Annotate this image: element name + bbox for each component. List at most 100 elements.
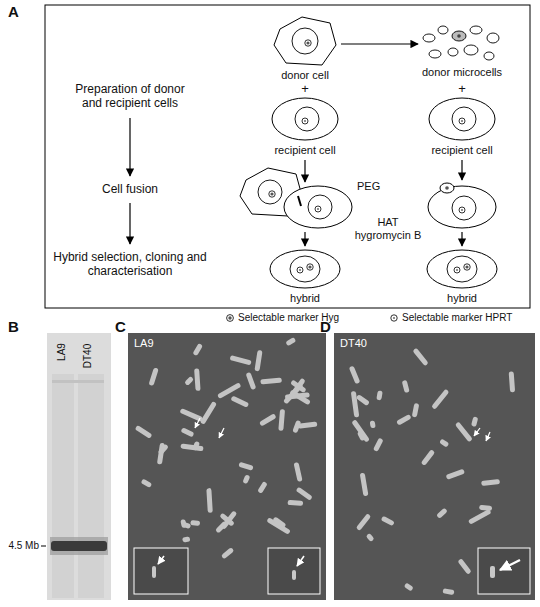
cell-outline bbox=[421, 24, 503, 64]
plus-sign: + bbox=[295, 81, 315, 97]
chromosome bbox=[194, 368, 200, 391]
chromosome bbox=[439, 439, 449, 448]
microcell-cluster: donor microcells bbox=[421, 24, 503, 64]
chromosome bbox=[242, 474, 250, 484]
hyg-marker bbox=[270, 192, 273, 195]
chromosome bbox=[351, 419, 370, 442]
hybrid-cell: hybrid bbox=[268, 248, 342, 290]
chromosome bbox=[373, 437, 384, 451]
legend-text: Selectable marker Hyg bbox=[238, 312, 339, 324]
chromosome bbox=[412, 348, 428, 367]
chromosome bbox=[290, 379, 306, 393]
chromosome bbox=[431, 389, 449, 410]
chromosome bbox=[285, 337, 296, 346]
fused-cells bbox=[240, 168, 352, 228]
chromosome bbox=[180, 443, 203, 451]
nucleus bbox=[292, 28, 318, 54]
microcell-shape bbox=[484, 52, 494, 60]
hyg-marker bbox=[269, 191, 275, 197]
pointer-arrow bbox=[474, 428, 480, 436]
hyg-marker bbox=[464, 264, 470, 270]
hyg-marker bbox=[305, 40, 311, 46]
chromosome bbox=[479, 505, 492, 511]
chromosome bbox=[254, 350, 262, 371]
plus-sign: + bbox=[452, 81, 472, 97]
inset-frame bbox=[134, 548, 188, 594]
nucleus bbox=[308, 195, 332, 219]
flow-arrow bbox=[304, 232, 305, 246]
hybrid-cell-shape bbox=[427, 250, 497, 288]
chromosome bbox=[192, 441, 200, 451]
panel-letter: B bbox=[8, 318, 19, 336]
cell-outline bbox=[268, 248, 342, 290]
chromosome bbox=[292, 570, 296, 580]
microcell-shape bbox=[464, 45, 478, 55]
gel-band bbox=[51, 541, 107, 551]
inset-frame bbox=[268, 548, 320, 594]
chromosome bbox=[455, 422, 473, 443]
hyg-marker bbox=[465, 265, 468, 268]
chromosome bbox=[260, 378, 282, 385]
chromosome bbox=[182, 522, 191, 529]
chromosome bbox=[481, 479, 500, 486]
size-marker: 4.5 Mb bbox=[3, 540, 39, 552]
pointer-arrow bbox=[219, 428, 224, 438]
cell-label: hybrid bbox=[290, 292, 320, 305]
pointer-arrow bbox=[297, 556, 304, 566]
chromosome bbox=[221, 547, 235, 559]
hprt-symbol bbox=[391, 315, 397, 321]
hprt-marker bbox=[304, 120, 306, 122]
recipient-cell-shape bbox=[428, 186, 496, 228]
gel-well bbox=[52, 380, 104, 383]
chromosome bbox=[446, 469, 465, 480]
donor-cell-shape bbox=[274, 17, 336, 65]
recipient-cell-shape bbox=[284, 186, 352, 228]
chromosome bbox=[366, 533, 375, 542]
chromosome bbox=[360, 473, 369, 497]
chromosome bbox=[357, 430, 366, 441]
hprt-marker bbox=[461, 209, 463, 211]
gel-band-halo bbox=[50, 537, 108, 555]
chromosome bbox=[370, 420, 376, 428]
microcell-shape bbox=[440, 183, 454, 193]
hybrid-cell: hybrid bbox=[425, 248, 499, 290]
chromosome bbox=[257, 481, 268, 494]
panel-letter: C bbox=[115, 318, 126, 336]
chromosome bbox=[181, 427, 195, 437]
chromosome bbox=[182, 536, 190, 542]
chromosome bbox=[246, 372, 257, 390]
reagent-label: PEG bbox=[357, 180, 380, 193]
microcell-shape bbox=[423, 34, 435, 42]
cell-outline bbox=[427, 96, 497, 142]
chromosome bbox=[215, 521, 228, 534]
chromosome bbox=[349, 365, 361, 384]
flow-arrow bbox=[304, 160, 305, 182]
chromosome bbox=[238, 462, 253, 471]
chromosome bbox=[135, 425, 153, 439]
step-label: Cell fusion bbox=[65, 182, 195, 196]
chromosome bbox=[509, 371, 515, 392]
donor-cell: donor cell bbox=[272, 15, 338, 67]
gel-lane bbox=[78, 374, 104, 598]
hyg-marker bbox=[307, 264, 313, 270]
microcell-shape bbox=[452, 31, 466, 41]
step-label: Hybrid selection, cloning and characteri… bbox=[45, 250, 215, 279]
hyg-marker bbox=[308, 265, 311, 268]
chromosome bbox=[396, 414, 411, 426]
hprt-marker bbox=[315, 206, 321, 212]
chromosome bbox=[356, 513, 372, 531]
flow-arrow bbox=[341, 43, 418, 44]
chromosome bbox=[436, 508, 448, 519]
chromosome bbox=[442, 588, 454, 595]
chromosome bbox=[457, 558, 471, 575]
step-arrow bbox=[129, 118, 130, 176]
hprt-marker bbox=[461, 120, 463, 122]
chromosome-spread bbox=[135, 337, 318, 559]
chromosome bbox=[230, 395, 249, 407]
chromosome bbox=[296, 487, 313, 501]
chromosome bbox=[421, 449, 436, 466]
gel-lane bbox=[52, 374, 74, 598]
chromosome bbox=[381, 516, 395, 527]
